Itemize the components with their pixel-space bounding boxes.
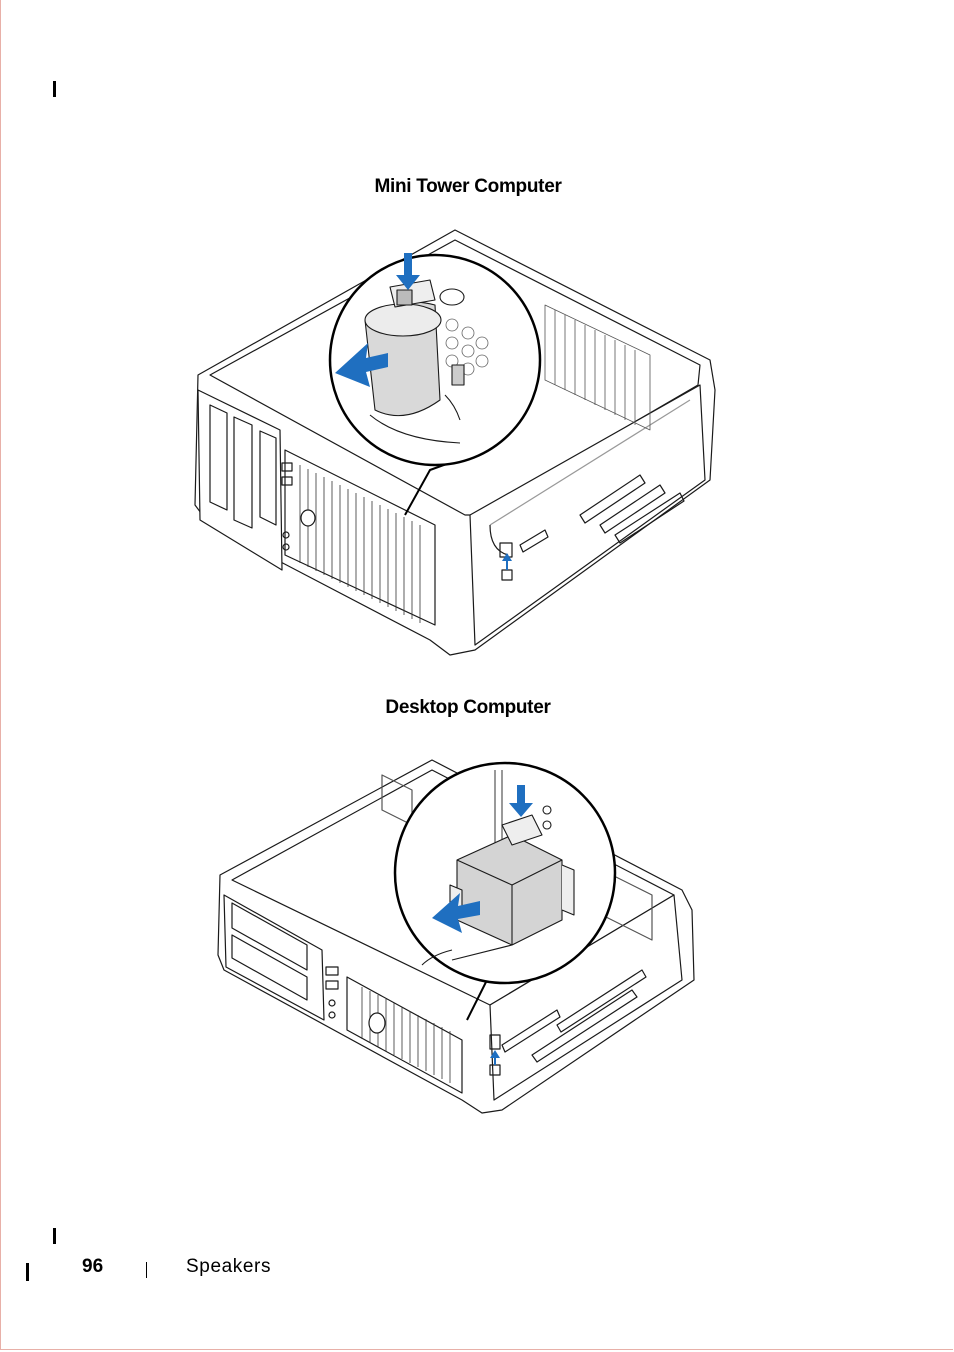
footer-separator — [146, 1262, 147, 1278]
footer-section-title: Speakers — [186, 1256, 271, 1278]
change-bar — [53, 81, 56, 97]
figure-title-desktop: Desktop Computer — [0, 697, 936, 719]
change-bar — [53, 1228, 56, 1244]
desktop-speaker-illustration — [212, 755, 702, 1117]
change-bar — [26, 1263, 29, 1281]
mini-tower-speaker-illustration — [190, 225, 735, 665]
page-number: 96 — [82, 1256, 103, 1278]
figure-title-mini-tower: Mini Tower Computer — [0, 176, 936, 198]
